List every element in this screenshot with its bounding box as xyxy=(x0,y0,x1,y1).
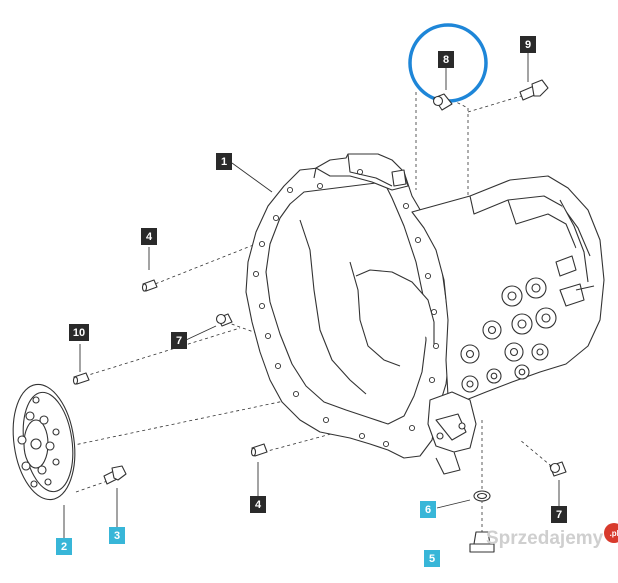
callout-4-bottom: 4 xyxy=(250,496,266,513)
callout-8: 8 xyxy=(438,51,454,68)
callout-9: 9 xyxy=(520,36,536,53)
callout-leaders xyxy=(63,52,560,540)
callout-10: 10 xyxy=(69,324,89,341)
clutch-disc xyxy=(12,383,76,501)
small-parts xyxy=(72,79,567,553)
callout-3: 3 xyxy=(109,527,125,544)
callout-1: 1 xyxy=(216,153,232,170)
callout-2: 2 xyxy=(56,538,72,555)
gearbox-body xyxy=(411,175,605,475)
bell-housing xyxy=(245,153,451,459)
callout-5: 5 xyxy=(424,550,440,567)
flange-holes xyxy=(252,168,440,448)
callout-7-left: 7 xyxy=(171,332,187,349)
callout-4-top: 4 xyxy=(141,228,157,245)
watermark: Sprzedajemy .pl xyxy=(486,523,618,550)
callout-7-right: 7 xyxy=(551,506,567,523)
watermark-badge: .pl xyxy=(604,523,618,543)
watermark-text: Sprzedajemy xyxy=(486,528,604,549)
callout-6: 6 xyxy=(420,501,436,518)
